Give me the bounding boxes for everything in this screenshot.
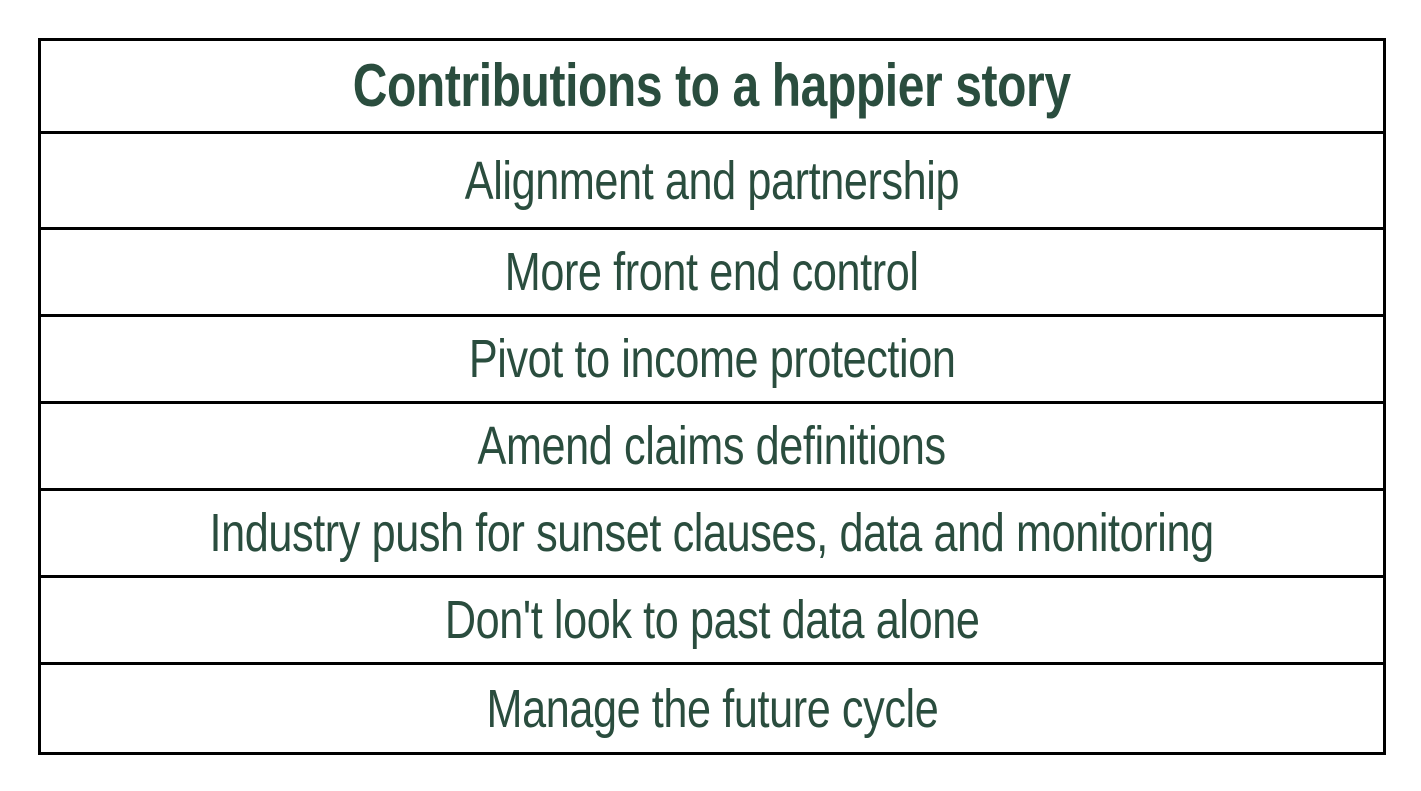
contributions-table: Contributions to a happier story Alignme… bbox=[38, 38, 1386, 755]
table-row-label: Industry push for sunset clauses, data a… bbox=[209, 503, 1215, 563]
table-row: Alignment and partnership bbox=[41, 134, 1383, 230]
table-header-row: Contributions to a happier story bbox=[41, 41, 1383, 134]
table-row: Manage the future cycle bbox=[41, 665, 1383, 752]
table-row-label: Amend claims definitions bbox=[477, 416, 947, 476]
table-row: Pivot to income protection bbox=[41, 317, 1383, 404]
table-row-label: Don't look to past data alone bbox=[444, 590, 980, 650]
table-row-label: Pivot to income protection bbox=[468, 329, 956, 389]
table-row: More front end control bbox=[41, 230, 1383, 317]
table-row-label: Manage the future cycle bbox=[486, 678, 938, 739]
table-row: Industry push for sunset clauses, data a… bbox=[41, 491, 1383, 578]
table-row: Amend claims definitions bbox=[41, 404, 1383, 491]
table-row-label: Alignment and partnership bbox=[464, 150, 960, 211]
table-row: Don't look to past data alone bbox=[41, 578, 1383, 665]
table-title: Contributions to a happier story bbox=[353, 52, 1071, 119]
table-row-label: More front end control bbox=[505, 242, 919, 302]
